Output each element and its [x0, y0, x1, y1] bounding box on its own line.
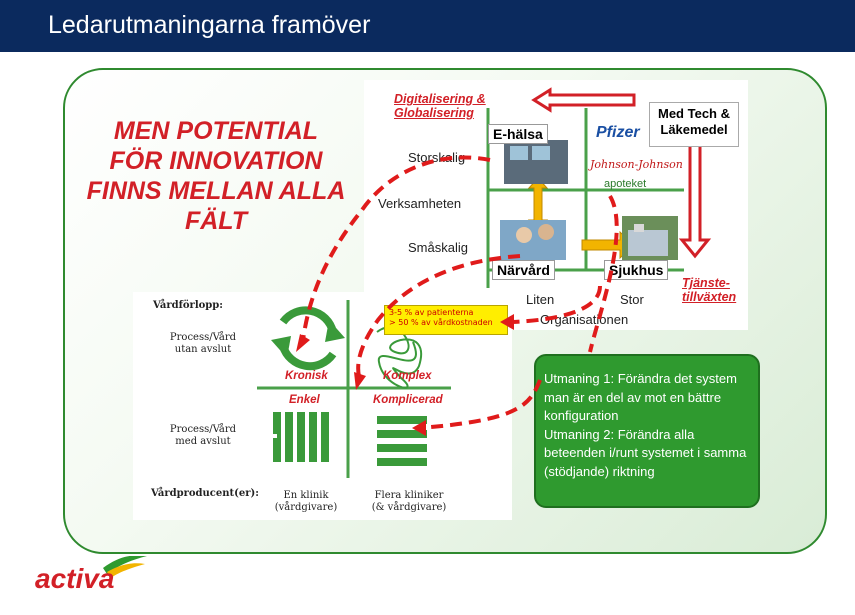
jnj-logo: Johnson-Johnson — [590, 158, 683, 171]
komplex-label: Komplex — [383, 370, 432, 382]
apoteket-logo: apoteket — [604, 178, 646, 190]
slide-title: Ledarutmaningarna framöver — [48, 11, 370, 40]
title-bar: Ledarutmaningarna framöver — [0, 0, 855, 52]
kronisk-label: Kronisk — [285, 370, 328, 382]
verksamheten-label: Verksamheten — [378, 196, 461, 211]
activa-logo-mark: activa — [33, 556, 153, 592]
cost-note: 3-5 % av patienterna > 50 % av vårdkostn… — [384, 305, 508, 335]
smaskalig-label: Småskalig — [408, 240, 468, 255]
komplicerad-label: Komplicerad — [373, 394, 443, 406]
headline: MEN POTENTIAL FÖR INNOVATION FINNS MELLA… — [86, 116, 346, 236]
process-utan-label: Process/Vård utan avslut — [163, 332, 243, 356]
organisationen-label: Organisationen — [540, 312, 628, 327]
process-med-label: Process/Vård med avslut — [163, 424, 243, 448]
cost-note-line1: 3-5 % av patienterna — [389, 308, 503, 318]
challenge-1: Utmaning 1: Förändra det system man är e… — [544, 370, 752, 426]
pfizer-logo: Pfizer — [596, 124, 640, 142]
narvard-label: Närvård — [492, 260, 555, 280]
activa-logo-text: activa — [35, 563, 114, 592]
vardforlopp-header: Vårdförlopp: — [153, 300, 223, 312]
enkel-label: Enkel — [289, 394, 320, 406]
sjukhus-label: Sjukhus — [604, 260, 668, 280]
medtech-label: Med Tech & Läkemedel — [649, 102, 739, 147]
tjanste-label: Tjänste-tillväxten — [682, 276, 746, 304]
challenge-2: Utmaning 2: Förändra alla beteenden i/ru… — [544, 426, 752, 482]
stor-label: Stor — [620, 292, 644, 307]
en-klinik-label: En klinik (vårdgivare) — [269, 490, 343, 514]
liten-label: Liten — [526, 292, 554, 307]
storskalig-label: Storskalig — [408, 150, 465, 165]
digital-label: Digitalisering & Globalisering — [394, 92, 494, 120]
ehalsa-label: E-hälsa — [488, 124, 548, 144]
vardproducent-label: Vårdproducent(er): — [151, 488, 259, 500]
flera-kliniker-label: Flera kliniker (& vårdgivare) — [367, 490, 451, 514]
challenge-box: Utmaning 1: Förändra det system man är e… — [534, 354, 760, 508]
cost-note-line2: > 50 % av vårdkostnaden — [389, 318, 503, 328]
activa-logo: activa — [33, 556, 153, 597]
